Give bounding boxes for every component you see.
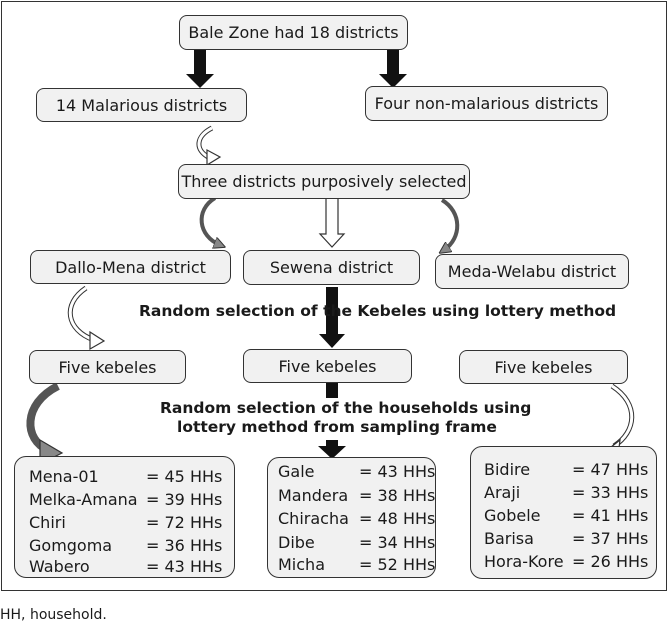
list-item: Bidire xyxy=(484,460,531,479)
list-item: Araji xyxy=(484,483,521,502)
list-item: Mandera xyxy=(278,486,349,505)
arrow-curve-to-meda xyxy=(442,198,460,250)
list-item-value: = 26 HHs xyxy=(572,552,649,571)
list-item: Gale xyxy=(278,462,315,481)
list-item: Chiracha xyxy=(278,509,349,528)
label-kebele-selection: Random selection of the Kebeles using lo… xyxy=(139,302,617,320)
box-five-kebeles-1: Five kebeles xyxy=(29,350,186,384)
list-item: Micha xyxy=(278,555,325,574)
list-item-value: = 45 HHs xyxy=(146,467,223,486)
list-item: Gomgoma xyxy=(29,536,113,555)
list-item: Mena-01 xyxy=(29,467,99,486)
list-item: Dibe xyxy=(278,533,315,552)
list-item-value: = 41 HHs xyxy=(572,506,649,525)
list-item-value: = 52 HHs xyxy=(359,555,436,574)
list-item-value: = 34 HHs xyxy=(359,533,436,552)
arrow-down-sewena xyxy=(318,197,346,248)
box-bale-zone: Bale Zone had 18 districts xyxy=(179,15,408,50)
arrow-down-non-malarious xyxy=(379,50,407,88)
figure-caption: HH, household. xyxy=(0,607,107,623)
list-item-value: = 72 HHs xyxy=(146,513,223,532)
box-sewena: Sewena district xyxy=(243,250,420,285)
list-item-value: = 33 HHs xyxy=(572,483,649,502)
list-item-value: = 38 HHs xyxy=(359,486,436,505)
arrow-stem-sewena-list xyxy=(326,383,338,398)
list-item-value: = 48 HHs xyxy=(359,509,436,528)
list-meda-welabu: Bidire = 47 HHs Araji = 33 HHs Gobele = … xyxy=(470,446,657,579)
list-item: Chiri xyxy=(29,513,66,532)
list-item-value: = 47 HHs xyxy=(572,460,649,479)
box-three-districts: Three districts purposively selected xyxy=(178,164,470,199)
list-dallo-mena: Mena-01 = 45 HHs Melka-Amana = 39 HHs Ch… xyxy=(14,456,235,578)
arrow-down-sewena-list xyxy=(318,440,346,459)
box-non-malarious-districts: Four non-malarious districts xyxy=(365,86,608,121)
list-item-value: = 37 HHs xyxy=(572,529,649,548)
arrow-down-sewena-kebeles xyxy=(319,287,345,348)
list-item: Barisa xyxy=(484,529,534,548)
list-item: Melka-Amana xyxy=(29,490,138,509)
arrow-down-malarious xyxy=(186,50,214,88)
label-household-selection-2: lottery method from sampling frame xyxy=(177,418,497,436)
list-item: Hora-Kore xyxy=(484,552,564,571)
label-household-selection-1: Random selection of the households using xyxy=(160,399,532,417)
box-malarious-districts: 14 Malarious districts xyxy=(36,88,247,122)
list-item-value: = 39 HHs xyxy=(146,490,223,509)
box-five-kebeles-2: Five kebeles xyxy=(243,349,412,383)
box-meda-welabu: Meda-Welabu district xyxy=(435,254,629,289)
box-five-kebeles-3: Five kebeles xyxy=(459,350,628,384)
list-sewena: Gale = 43 HHs Mandera = 38 HHs Chiracha … xyxy=(267,457,436,578)
arrow-curve-to-dallo xyxy=(199,196,220,245)
box-dallo-mena: Dallo-Mena district xyxy=(30,250,231,284)
list-item: Gobele xyxy=(484,506,541,525)
diagram-frame xyxy=(1,1,667,591)
list-item-value: = 43 HHs xyxy=(359,462,436,481)
list-item: Wabero xyxy=(29,557,90,576)
list-item-value: = 43 HHs xyxy=(146,557,223,576)
list-item-value: = 36 HHs xyxy=(146,536,223,555)
arrow-curve-to-dallo-list xyxy=(26,382,60,454)
